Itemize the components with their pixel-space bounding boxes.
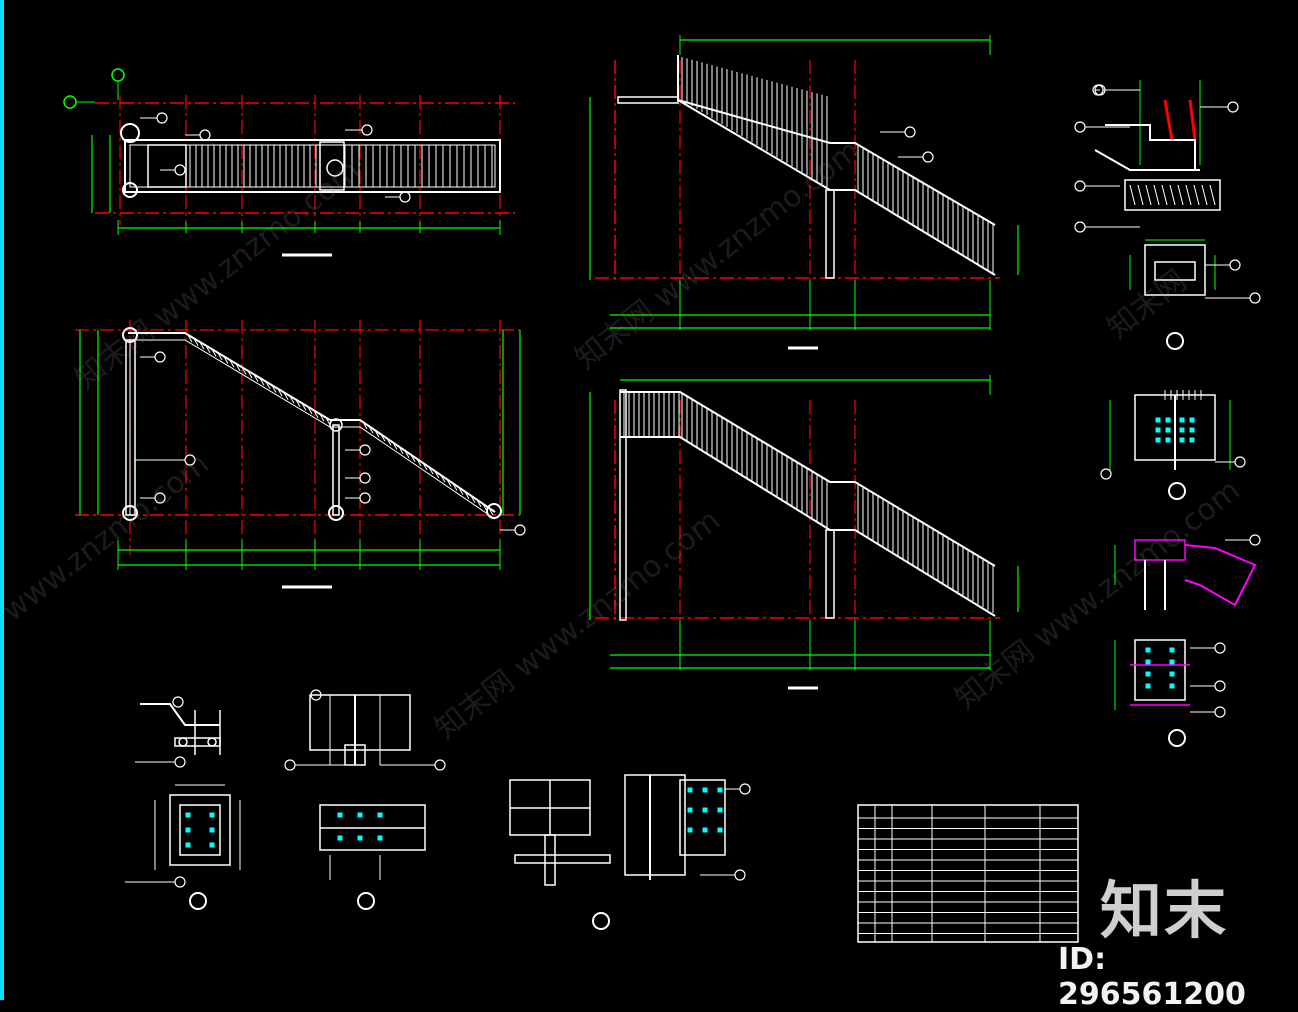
detail-plate-a xyxy=(1129,239,1261,350)
detail-bottom-2 xyxy=(284,689,446,910)
detail-connection-c xyxy=(1114,534,1261,747)
material-schedule-table xyxy=(857,804,1079,943)
brand-logo: 知末 xyxy=(1100,874,1229,947)
stair-elevation-top xyxy=(589,35,1019,350)
detail-connection-b xyxy=(1100,390,1246,500)
stair-plan-view xyxy=(63,68,515,257)
detail-bottom-3 xyxy=(509,774,751,930)
detail-bottom-1 xyxy=(125,696,241,910)
image-id-label: ID: 296561200 xyxy=(1058,942,1246,1012)
stair-elevation-left xyxy=(75,320,526,589)
detail-section-a xyxy=(1074,80,1239,233)
window-edge-bar xyxy=(0,0,4,1000)
stair-elevation-middle xyxy=(589,375,1019,690)
